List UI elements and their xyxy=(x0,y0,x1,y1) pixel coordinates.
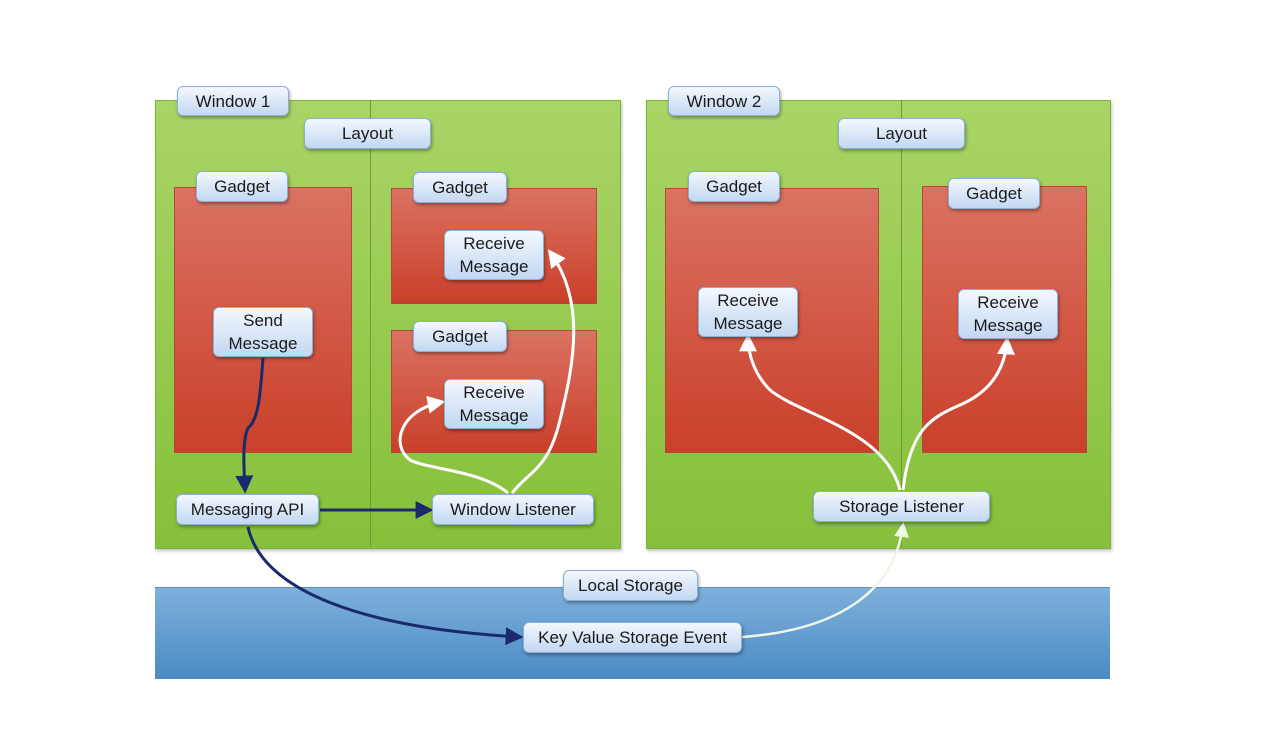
window-1-layout-label: Layout xyxy=(304,118,431,149)
arrow-window-listener-to-bottom-receive xyxy=(398,395,509,495)
storage-listener-box: Storage Listener xyxy=(813,491,990,522)
receive-message-box-window2-left: Receive Message xyxy=(698,287,798,337)
gadget-window2-left-label: Gadget xyxy=(688,171,780,202)
gadget-window1-top-right-label: Gadget xyxy=(413,172,507,203)
window-listener-box: Window Listener xyxy=(432,494,594,525)
gadget-window2-right-label: Gadget xyxy=(948,178,1040,209)
key-value-storage-event-box: Key Value Storage Event xyxy=(523,622,742,653)
arrow-storage-event-to-storage-listener xyxy=(741,522,909,639)
window-2-layout-divider xyxy=(901,100,902,547)
send-message-box: Send Message xyxy=(213,307,313,357)
messaging-api-box: Messaging API xyxy=(176,494,319,525)
arrow-api-to-storage-event xyxy=(246,526,524,646)
window-2-layout-label: Layout xyxy=(838,118,965,149)
receive-message-box-window2-right: Receive Message xyxy=(958,289,1058,339)
window-2-title: Window 2 xyxy=(668,86,780,116)
arrow-storage-listener-to-right-receive xyxy=(901,336,1016,491)
window-1-layout-divider xyxy=(370,100,371,547)
arrow-window-listener-to-top-receive xyxy=(510,249,576,494)
receive-message-box-bottom: Receive Message xyxy=(444,379,544,429)
gadget-window1-left-label: Gadget xyxy=(196,171,288,202)
local-storage-title: Local Storage xyxy=(563,570,698,601)
receive-message-box-top: Receive Message xyxy=(444,230,544,280)
gadget-window1-bottom-right-label: Gadget xyxy=(413,321,507,352)
arrow-send-to-messaging-api xyxy=(235,357,265,494)
window-1-title: Window 1 xyxy=(177,86,289,116)
arrow-storage-listener-to-left-receive xyxy=(739,333,902,491)
